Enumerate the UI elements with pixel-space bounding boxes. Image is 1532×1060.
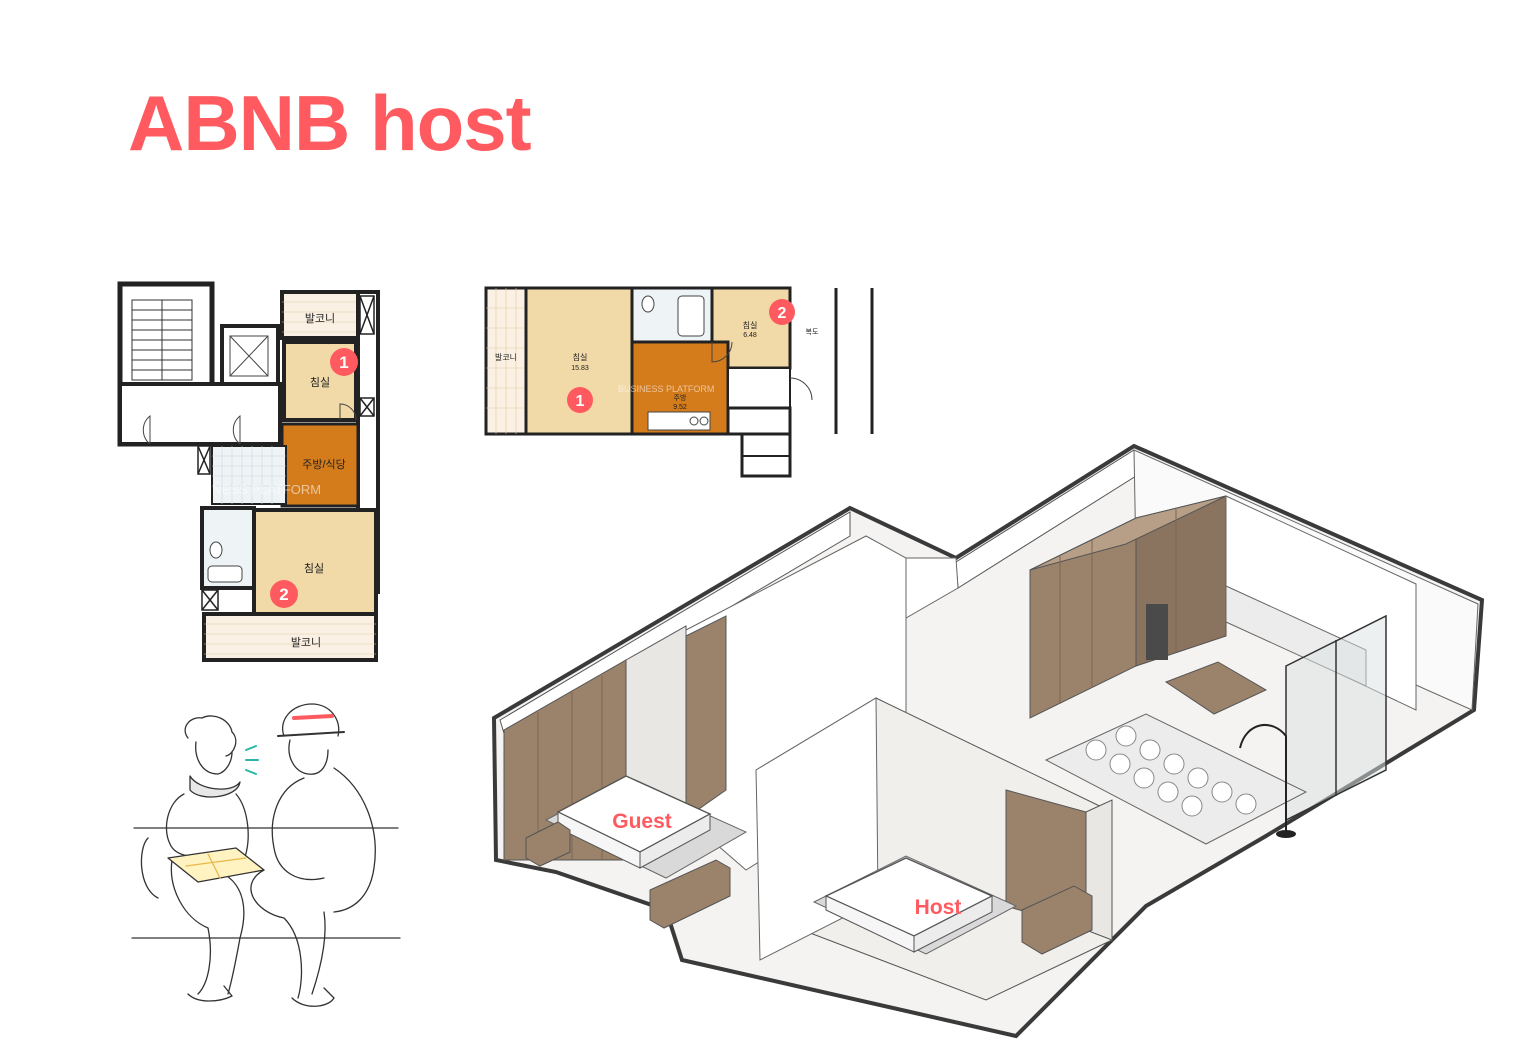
bedroom-1-area: 15.83 <box>571 365 589 372</box>
kitchen-dining-label: 주방/식당 <box>302 458 346 471</box>
bedroom-2-label: 침실 <box>304 562 324 575</box>
svg-text:2: 2 <box>778 305 787 322</box>
balcony-bottom-label: 발코니 <box>291 636 321 649</box>
guest-room-label: Guest <box>612 810 672 833</box>
two-people-illustration <box>128 698 408 1018</box>
bedroom-2-area: 6.48 <box>743 332 757 339</box>
svg-text:1: 1 <box>339 353 348 372</box>
watermark-right: BUSINESS PLATFORM <box>618 384 714 394</box>
floor-plan-right: 발코니 침실 15.83 침실 6.48 주방 9.52 복도 BUSINESS… <box>482 282 882 480</box>
svg-text:2: 2 <box>279 585 288 604</box>
floor-plan-left: 발코니 침실 주방/식당 침실 발코니 SINESS PLATFORM 1 2 <box>112 276 392 668</box>
corridor-label: 복도 <box>806 328 819 336</box>
badge-1-right: 1 <box>567 387 593 413</box>
watermark-left: SINESS PLATFORM <box>200 482 321 497</box>
balcony-label: 발코니 <box>495 352 517 362</box>
balcony-top-label: 발코니 <box>305 312 335 325</box>
page-title: ABNB host <box>128 79 532 167</box>
badge-1-left: 1 <box>330 348 358 376</box>
badge-2-left: 2 <box>270 580 298 608</box>
bedroom-1-label: 침실 <box>573 352 588 362</box>
kitchen-area: 9.52 <box>673 404 687 411</box>
host-room-label: Host <box>915 896 962 919</box>
bedroom-2-label: 침실 <box>743 320 758 330</box>
bedroom-1-label: 침실 <box>310 376 330 389</box>
svg-text:1: 1 <box>576 393 585 410</box>
isometric-apartment: Guest Host <box>486 440 1486 1050</box>
badge-2-right: 2 <box>769 299 795 325</box>
kitchen-label: 주방 <box>674 393 687 402</box>
